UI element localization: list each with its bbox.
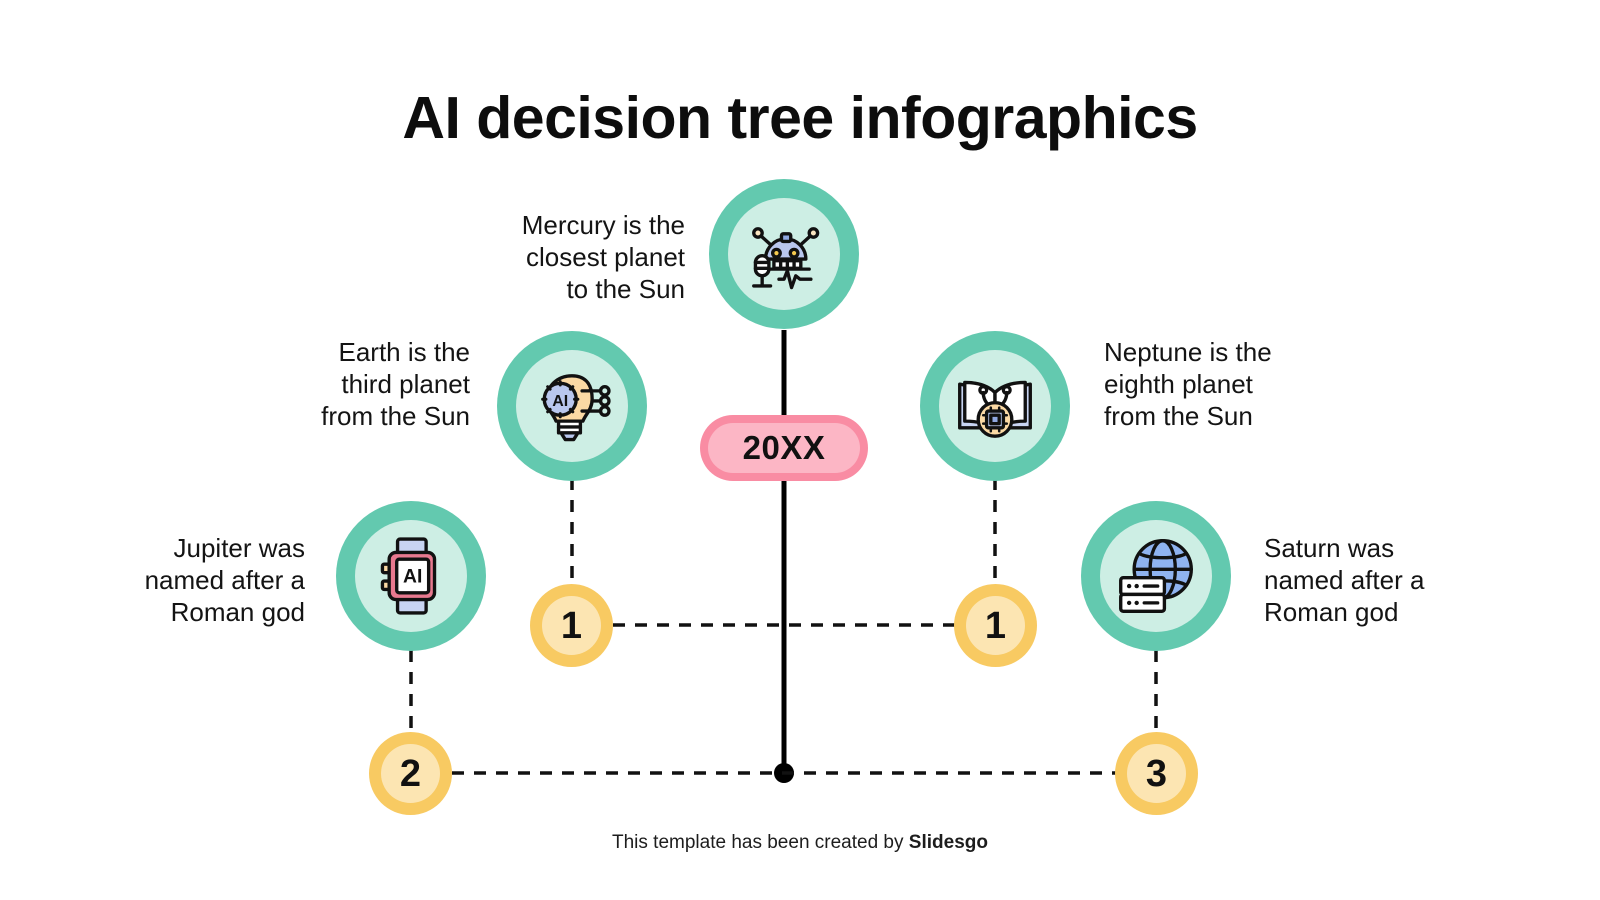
trunk-end-dot	[774, 763, 794, 783]
caption-line: from the Sun	[321, 401, 470, 432]
footer-credit: This template has been created by Slides…	[0, 832, 1600, 854]
caption-mercury: Mercury is the closest planet to the Sun	[420, 209, 685, 306]
number-node-left-upper[interactable]: 1	[530, 584, 613, 667]
caption-line: Neptune is the	[1104, 337, 1272, 367]
number-node-left-lower[interactable]: 2	[369, 732, 452, 815]
caption-line: Mercury is the	[521, 210, 685, 240]
ai-smartwatch-icon: AI	[369, 534, 453, 618]
year-badge[interactable]: 20XX	[700, 415, 868, 481]
icon-node-left-lower[interactable]: AI	[336, 501, 486, 651]
number-node-right-lower[interactable]: 3	[1115, 732, 1198, 815]
caption-line: named after a	[1264, 565, 1425, 596]
footer-brand: Slidesgo	[908, 832, 988, 853]
globe-server-icon	[1114, 534, 1198, 618]
footer-credit-text: This template has been created by	[612, 832, 909, 853]
number-node-inner-fill	[380, 743, 441, 804]
caption-line: Saturn was	[1264, 533, 1395, 563]
caption-saturn: Saturn was named after a Roman god	[1264, 532, 1554, 629]
year-badge-inner	[708, 423, 860, 473]
number-node-inner-fill	[541, 595, 602, 656]
robot-assistant-icon	[742, 212, 826, 296]
number-node-label: 3	[1145, 752, 1168, 795]
icon-node-right-lower[interactable]	[1081, 501, 1231, 651]
caption-line: closest planet	[526, 242, 685, 273]
number-node-inner-fill	[1126, 743, 1187, 804]
icon-node-top[interactable]	[709, 179, 859, 329]
caption-jupiter: Jupiter was named after a Roman god	[40, 532, 305, 629]
caption-neptune: Neptune is the eighth planet from the Su…	[1104, 336, 1394, 433]
svg-text:AI: AI	[403, 567, 422, 588]
icon-node-left-upper[interactable]: AI	[497, 331, 647, 481]
icon-node-right-upper[interactable]	[920, 331, 1070, 481]
number-node-label: 1	[560, 604, 583, 647]
caption-line: Roman god	[1264, 597, 1399, 628]
page-title: AI decision tree infographics	[402, 85, 1198, 151]
caption-earth: Earth is the third planet from the Sun	[205, 336, 470, 433]
caption-line: Jupiter was	[173, 533, 306, 563]
year-badge-label: 20XX	[742, 429, 826, 466]
ai-book-chip-icon	[953, 364, 1037, 448]
caption-line: Roman god	[170, 597, 305, 628]
number-node-label: 2	[399, 752, 422, 795]
caption-line: Earth is the	[338, 337, 470, 367]
number-node-inner-fill	[965, 595, 1026, 656]
caption-line: named after a	[144, 565, 305, 596]
number-node-right-upper[interactable]: 1	[954, 584, 1037, 667]
caption-line: to the Sun	[566, 274, 685, 305]
caption-line: third planet	[341, 369, 470, 400]
caption-line: from the Sun	[1104, 401, 1253, 432]
caption-line: eighth planet	[1104, 369, 1253, 400]
ai-lightbulb-icon: AI	[530, 364, 614, 448]
svg-text:AI: AI	[552, 393, 568, 410]
number-node-label: 1	[984, 604, 1007, 647]
